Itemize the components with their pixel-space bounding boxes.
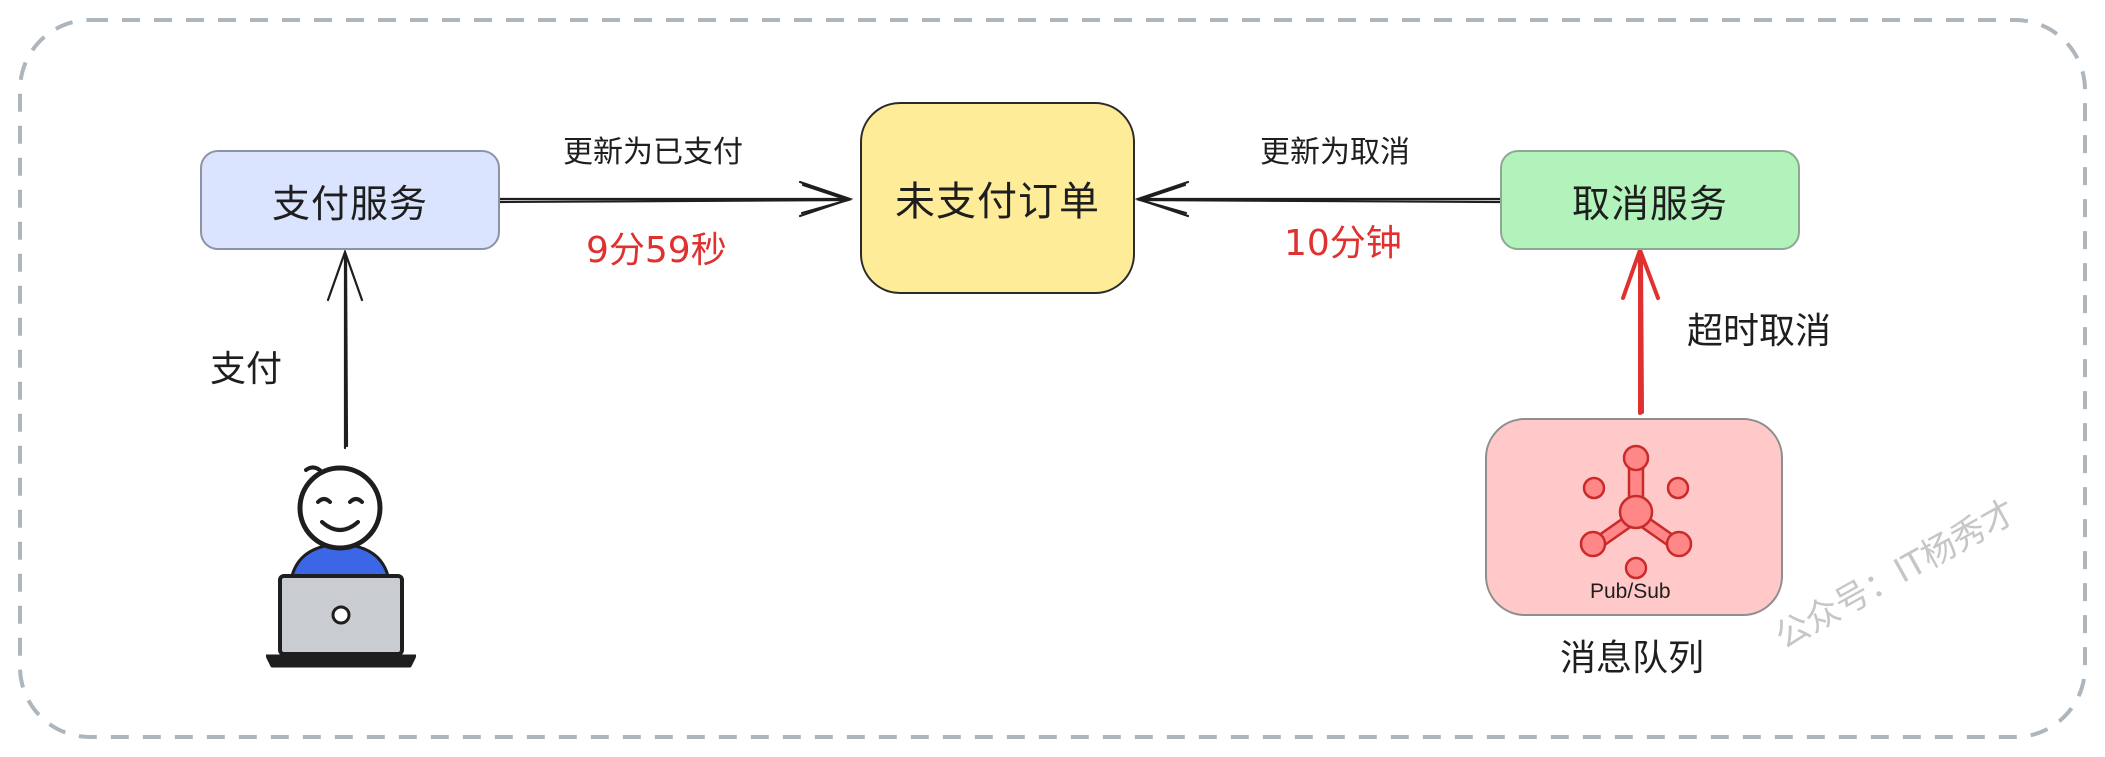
outer-dashed-frame: [18, 18, 2087, 739]
pubsub-label: Pub/Sub: [1590, 580, 1671, 603]
timeout-cancel-label: 超时取消: [1687, 311, 1832, 352]
cancel-service-label: 取消服务: [1571, 181, 1728, 226]
unpaid-order-label: 未支付订单: [895, 179, 1100, 225]
cancel-service-box: 取消服务: [1500, 150, 1800, 250]
pay-service-box: 支付服务: [200, 150, 500, 250]
cancel-time-label: 10分钟: [1284, 223, 1402, 264]
user-at-laptop-icon: [266, 465, 416, 668]
update-to-paid-label: 更新为已支付: [563, 135, 743, 170]
arrow-cancel-to-order: [1134, 180, 1502, 218]
pay-time-label: 9分59秒: [586, 230, 727, 271]
unpaid-order-box: 未支付订单: [860, 102, 1135, 294]
pay-action-label: 支付: [210, 349, 283, 390]
pubsub-icon: [1579, 444, 1693, 580]
message-queue-box: [1485, 418, 1783, 616]
update-to-cancel-label: 更新为取消: [1260, 135, 1410, 170]
message-queue-label: 消息队列: [1560, 638, 1705, 679]
arrow-pay-to-order: [498, 180, 854, 218]
arrow-mq-to-cancel: [1621, 244, 1660, 415]
pay-service-label: 支付服务: [271, 181, 428, 226]
arrow-user-to-pay: [326, 248, 364, 450]
